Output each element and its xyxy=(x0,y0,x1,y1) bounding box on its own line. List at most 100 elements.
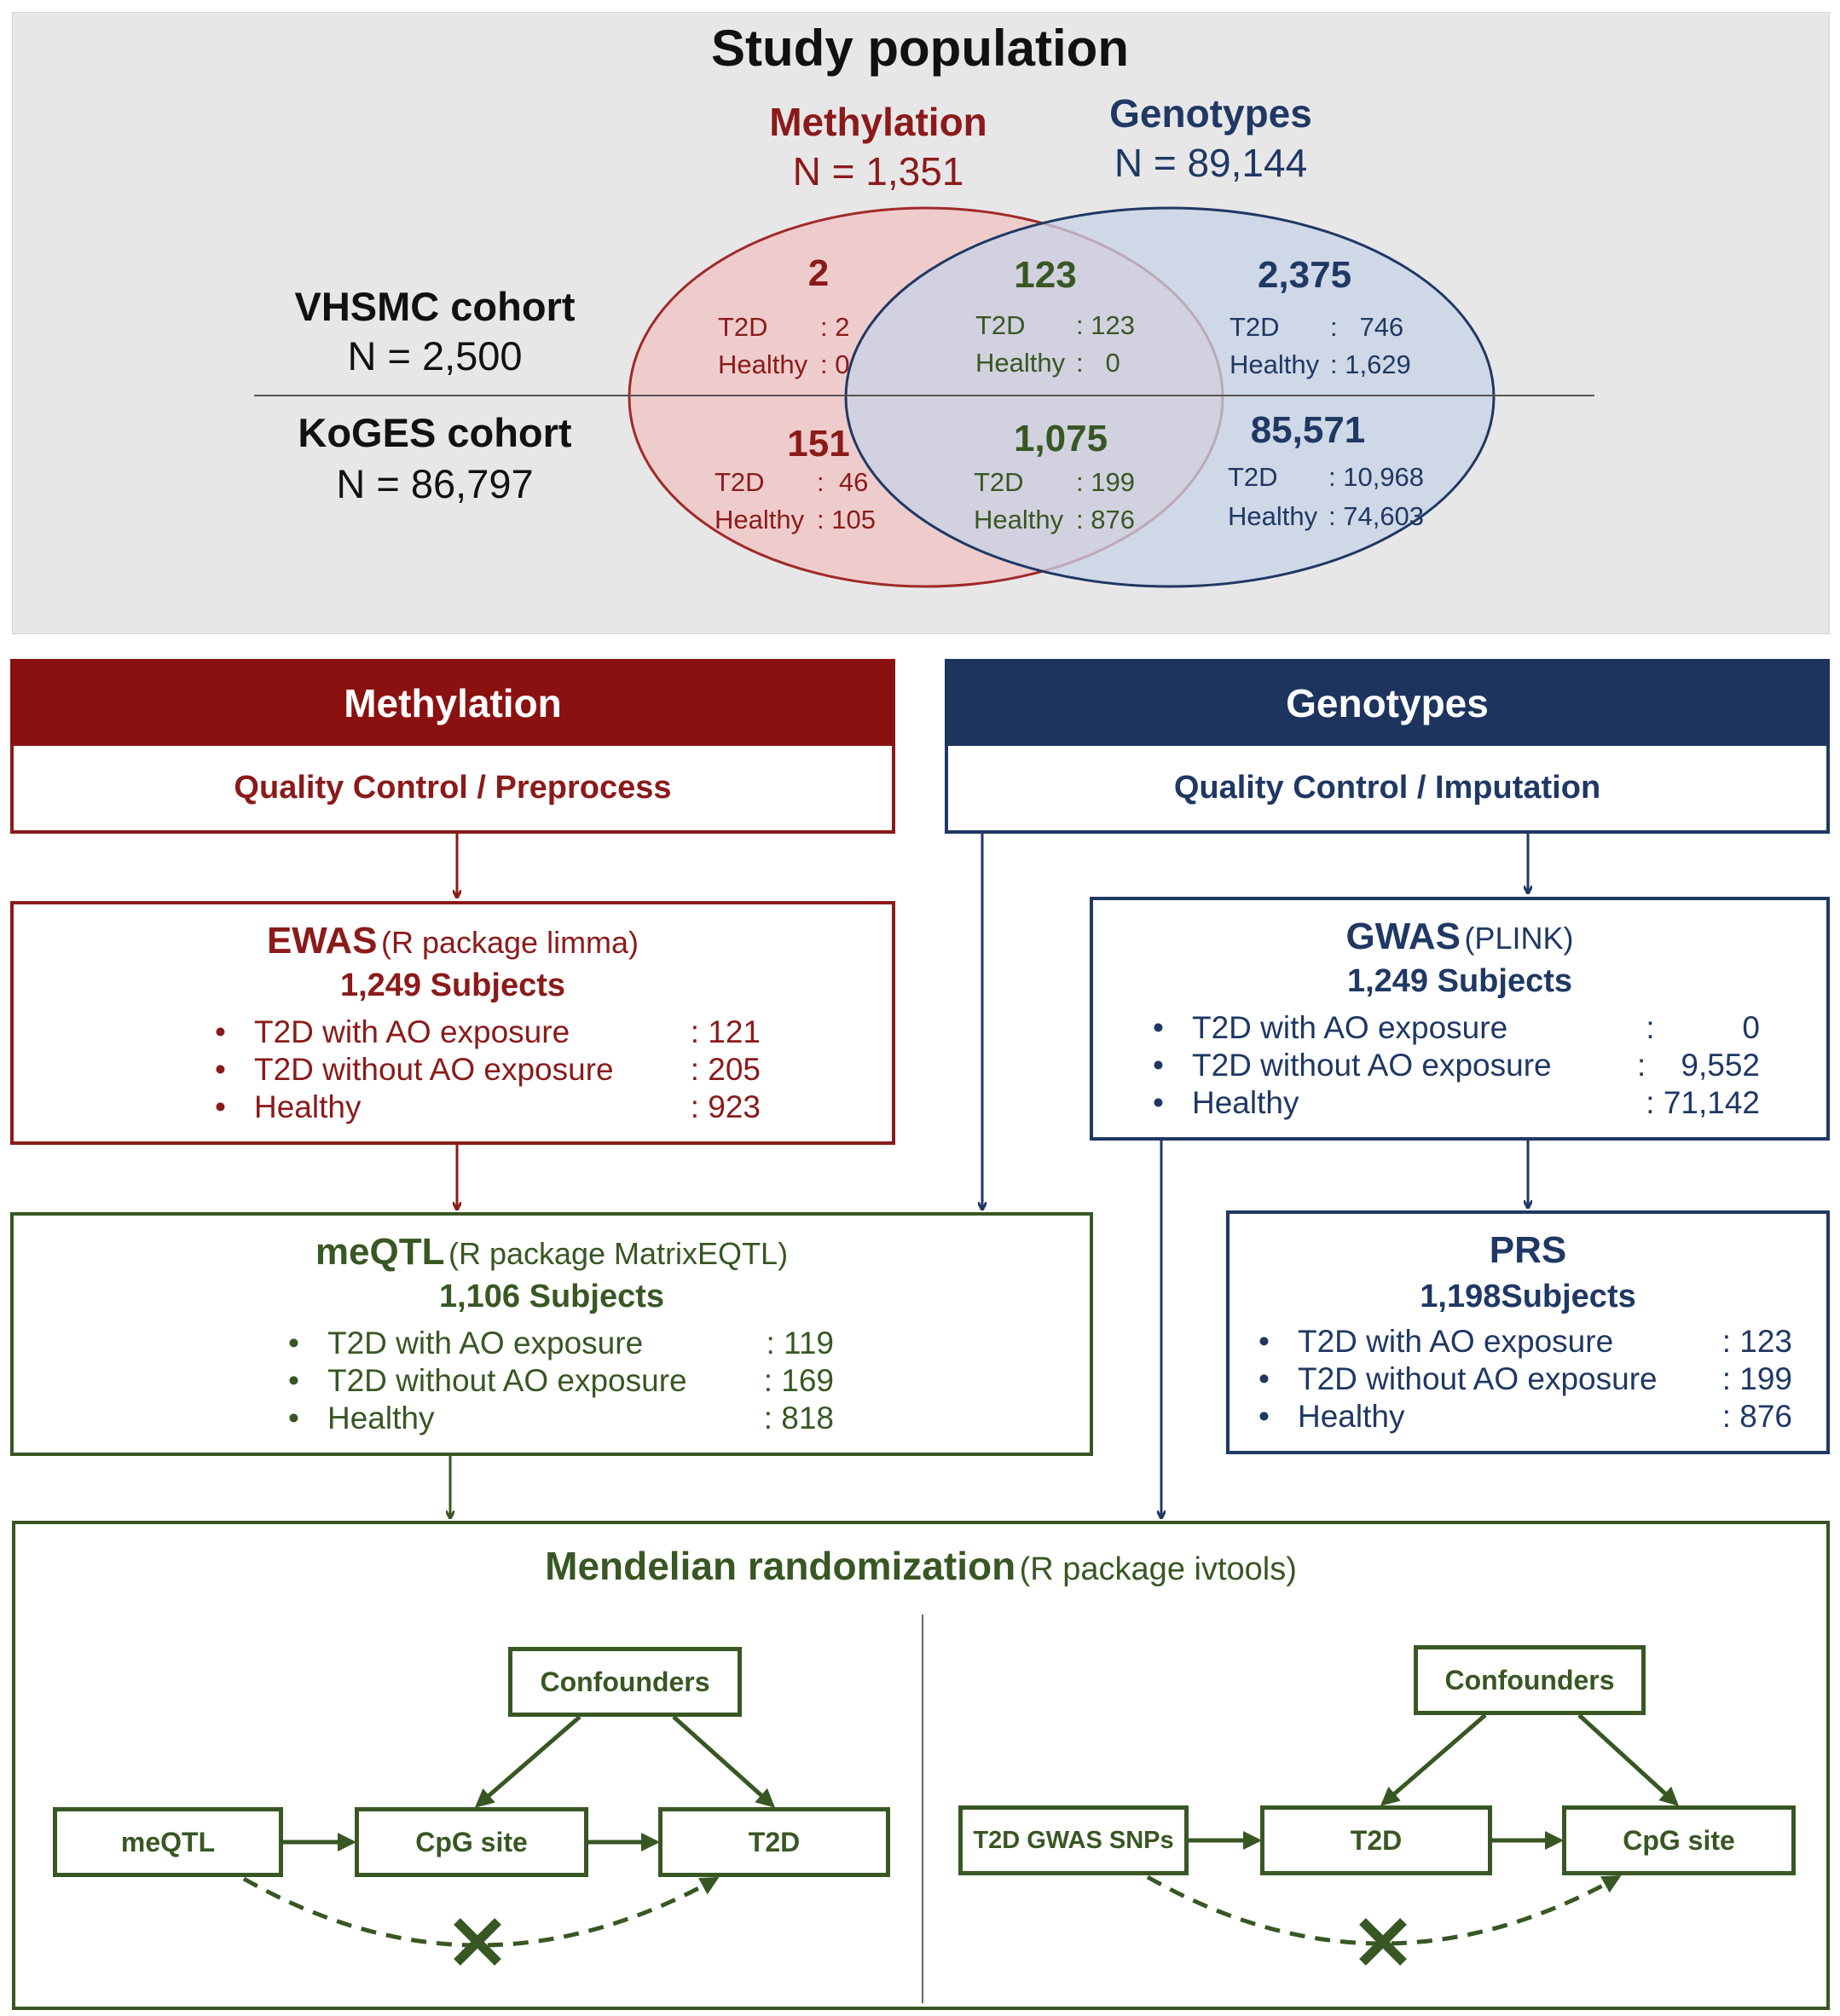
list-item: •Healthy: 923 xyxy=(215,1089,761,1126)
koges-meth-only-healthy: : 105 xyxy=(817,505,876,534)
list-item: •Healthy: 71,142 xyxy=(1153,1084,1760,1122)
row-value: : 9,552 xyxy=(1637,1048,1760,1083)
vhsmc-meth-only-healthy-label: Healthy xyxy=(718,349,808,379)
mr-left-confounders-node: Confounders xyxy=(508,1647,742,1717)
row-value: : 876 xyxy=(1721,1399,1792,1434)
koges-geno-only-healthy: : 74,603 xyxy=(1328,501,1425,531)
bullet: • xyxy=(215,1089,226,1124)
mr-left-confounders-label: Confounders xyxy=(540,1666,710,1697)
mr-right-confounders-label: Confounders xyxy=(1444,1664,1615,1695)
row-label: T2D without AO exposure xyxy=(1192,1048,1552,1083)
row-label: T2D without AO exposure xyxy=(1298,1361,1658,1396)
mr-right-instrument-node: T2D GWAS SNPs xyxy=(958,1805,1189,1875)
row-value: : 121 xyxy=(690,1014,761,1049)
row-value: : 169 xyxy=(763,1363,834,1398)
mr-left-instrument-node: meQTL xyxy=(53,1807,283,1877)
bullet: • xyxy=(215,1052,226,1087)
row-label: Healthy xyxy=(1298,1399,1405,1434)
vhsmc-meth-only-count: 2 xyxy=(807,252,830,294)
row-value: : 71,142 xyxy=(1646,1085,1760,1120)
ewas-breakdown: •T2D with AO exposure: 121 •T2D without … xyxy=(215,1014,761,1126)
methylation-label: Methylation xyxy=(769,100,987,144)
list-item: • T2D with AO exposure : 119 xyxy=(288,1325,834,1362)
methylation-header-label: Methylation xyxy=(344,681,562,725)
row-value: : 205 xyxy=(690,1052,761,1087)
gwas-breakdown: • T2D with AO exposure : 0 • T2D without AO… xyxy=(1153,1009,1760,1122)
vhsmc-meth-only-t2d: : 2 xyxy=(820,312,850,342)
koges-geno-only-count: 85,571 xyxy=(1250,409,1366,451)
koges-n: N = 86,797 xyxy=(336,461,534,506)
vhsmc-both-t2d: : 123 xyxy=(1076,310,1135,340)
bullet: • xyxy=(288,1326,299,1360)
mr-right-outcome-node: CpG site xyxy=(1562,1805,1796,1875)
genotypes-label: Genotypes xyxy=(1109,91,1312,136)
bullet: • xyxy=(1258,1399,1270,1434)
row-label: Healthy xyxy=(254,1089,362,1124)
meqtl-breakdown: • T2D with AO exposure : 119 • T2D without … xyxy=(288,1325,834,1437)
prs-subjects: 1,198Subjects xyxy=(1420,1279,1636,1314)
row-value: : 0 xyxy=(1646,1010,1760,1045)
koges-geno-only-t2d-label: T2D xyxy=(1228,462,1278,492)
bullet: • xyxy=(1258,1361,1270,1396)
row-value: : 818 xyxy=(763,1401,834,1435)
mr-left-exposure-node: CpG site xyxy=(355,1807,588,1877)
vhsmc-meth-only-healthy: : 0 xyxy=(820,349,850,379)
mr-subtitle: (R package ivtools) xyxy=(1019,1551,1297,1587)
meqtl-subjects: 1,106 Subjects xyxy=(438,1279,665,1314)
list-item: •T2D with AO exposure: 123 xyxy=(1258,1323,1792,1360)
vhsmc-geno-only-t2d-label: T2D xyxy=(1230,312,1280,342)
row-value: : 119 xyxy=(766,1326,834,1360)
row-label: T2D with AO exposure xyxy=(327,1326,644,1360)
vhsmc-n: N = 2,500 xyxy=(347,333,523,378)
methylation-n: N = 1,351 xyxy=(792,149,964,194)
koges-label: KoGES cohort xyxy=(298,410,572,455)
gwas-subtitle: (PLINK) xyxy=(1464,921,1574,956)
mr-right-confounders-node: Confounders xyxy=(1414,1645,1646,1715)
mr-right-exposure-node: T2D xyxy=(1260,1805,1492,1875)
list-item: •T2D without AO exposure: 169 xyxy=(288,1362,834,1400)
list-item: • T2D without AO exposure : 199 xyxy=(1258,1360,1792,1398)
meqtl-subtitle: (R package MatrixEQTL) xyxy=(448,1236,789,1271)
meqtl-title: meQTL xyxy=(315,1231,445,1273)
vhsmc-both-healthy: : 0 xyxy=(1076,348,1120,378)
bullet: • xyxy=(1153,1048,1164,1083)
list-item: • T2D without AO exposure : 205 xyxy=(215,1051,761,1089)
koges-both-count: 1,075 xyxy=(1013,418,1108,459)
koges-geno-only-healthy-label: Healthy xyxy=(1228,501,1318,531)
koges-both-t2d: : 199 xyxy=(1076,467,1135,497)
koges-meth-only-healthy-label: Healthy xyxy=(715,505,805,534)
genotypes-n: N = 89,144 xyxy=(1114,141,1308,185)
genotypes-qc-label: Quality Control / Imputation xyxy=(1173,770,1601,806)
genotypes-header: Genotypes xyxy=(945,659,1830,748)
ewas-subjects: 1,249 Subjects xyxy=(339,968,566,1003)
mr-right-outcome-label: CpG site xyxy=(1623,1824,1735,1856)
gwas-box: GWAS (PLINK) 1,249 Subjects •T2D with AO… xyxy=(1090,897,1830,1141)
row-value: : 199 xyxy=(1721,1361,1792,1396)
koges-meth-only-t2d-label: T2D xyxy=(715,467,765,497)
vhsmc-label: VHSMC cohort xyxy=(294,284,576,329)
mr-box: Mendelian randomization (R package ivtoo… xyxy=(12,1521,1830,2010)
methylation-header: Methylation xyxy=(10,659,895,748)
vhsmc-geno-only-healthy: : 1,629 xyxy=(1330,349,1411,379)
prs-box: PRS 1,198Subjects •T2D with AO exposure:… xyxy=(1226,1210,1830,1454)
vhsmc-geno-only-healthy-label: Healthy xyxy=(1230,349,1320,379)
list-item: • Healthy : 876 xyxy=(1258,1398,1792,1435)
row-label: T2D with AO exposure xyxy=(1192,1010,1508,1045)
mr-left-outcome-node: T2D xyxy=(658,1807,890,1877)
list-item: •Healthy: 818 xyxy=(288,1400,834,1437)
koges-both-healthy-label: Healthy xyxy=(974,505,1064,534)
koges-meth-only-count: 151 xyxy=(787,423,850,465)
bullet: • xyxy=(1258,1324,1270,1359)
list-item: •T2D with AO exposure: 0 xyxy=(1153,1009,1760,1047)
ewas-subtitle: (R package limma) xyxy=(380,925,639,960)
mr-right-instrument-label: T2D GWAS SNPs xyxy=(973,1826,1174,1854)
list-item: • T2D without AO exposure : 9,552 xyxy=(1153,1047,1760,1084)
prs-title: PRS xyxy=(1489,1229,1567,1271)
row-label: T2D without AO exposure xyxy=(254,1052,614,1087)
methylation-qc-label: Quality Control / Preprocess xyxy=(234,770,672,806)
bullet: • xyxy=(215,1014,226,1049)
row-label: T2D without AO exposure xyxy=(327,1363,687,1398)
genotypes-header-label: Genotypes xyxy=(1286,681,1489,725)
row-label: Healthy xyxy=(327,1401,435,1435)
